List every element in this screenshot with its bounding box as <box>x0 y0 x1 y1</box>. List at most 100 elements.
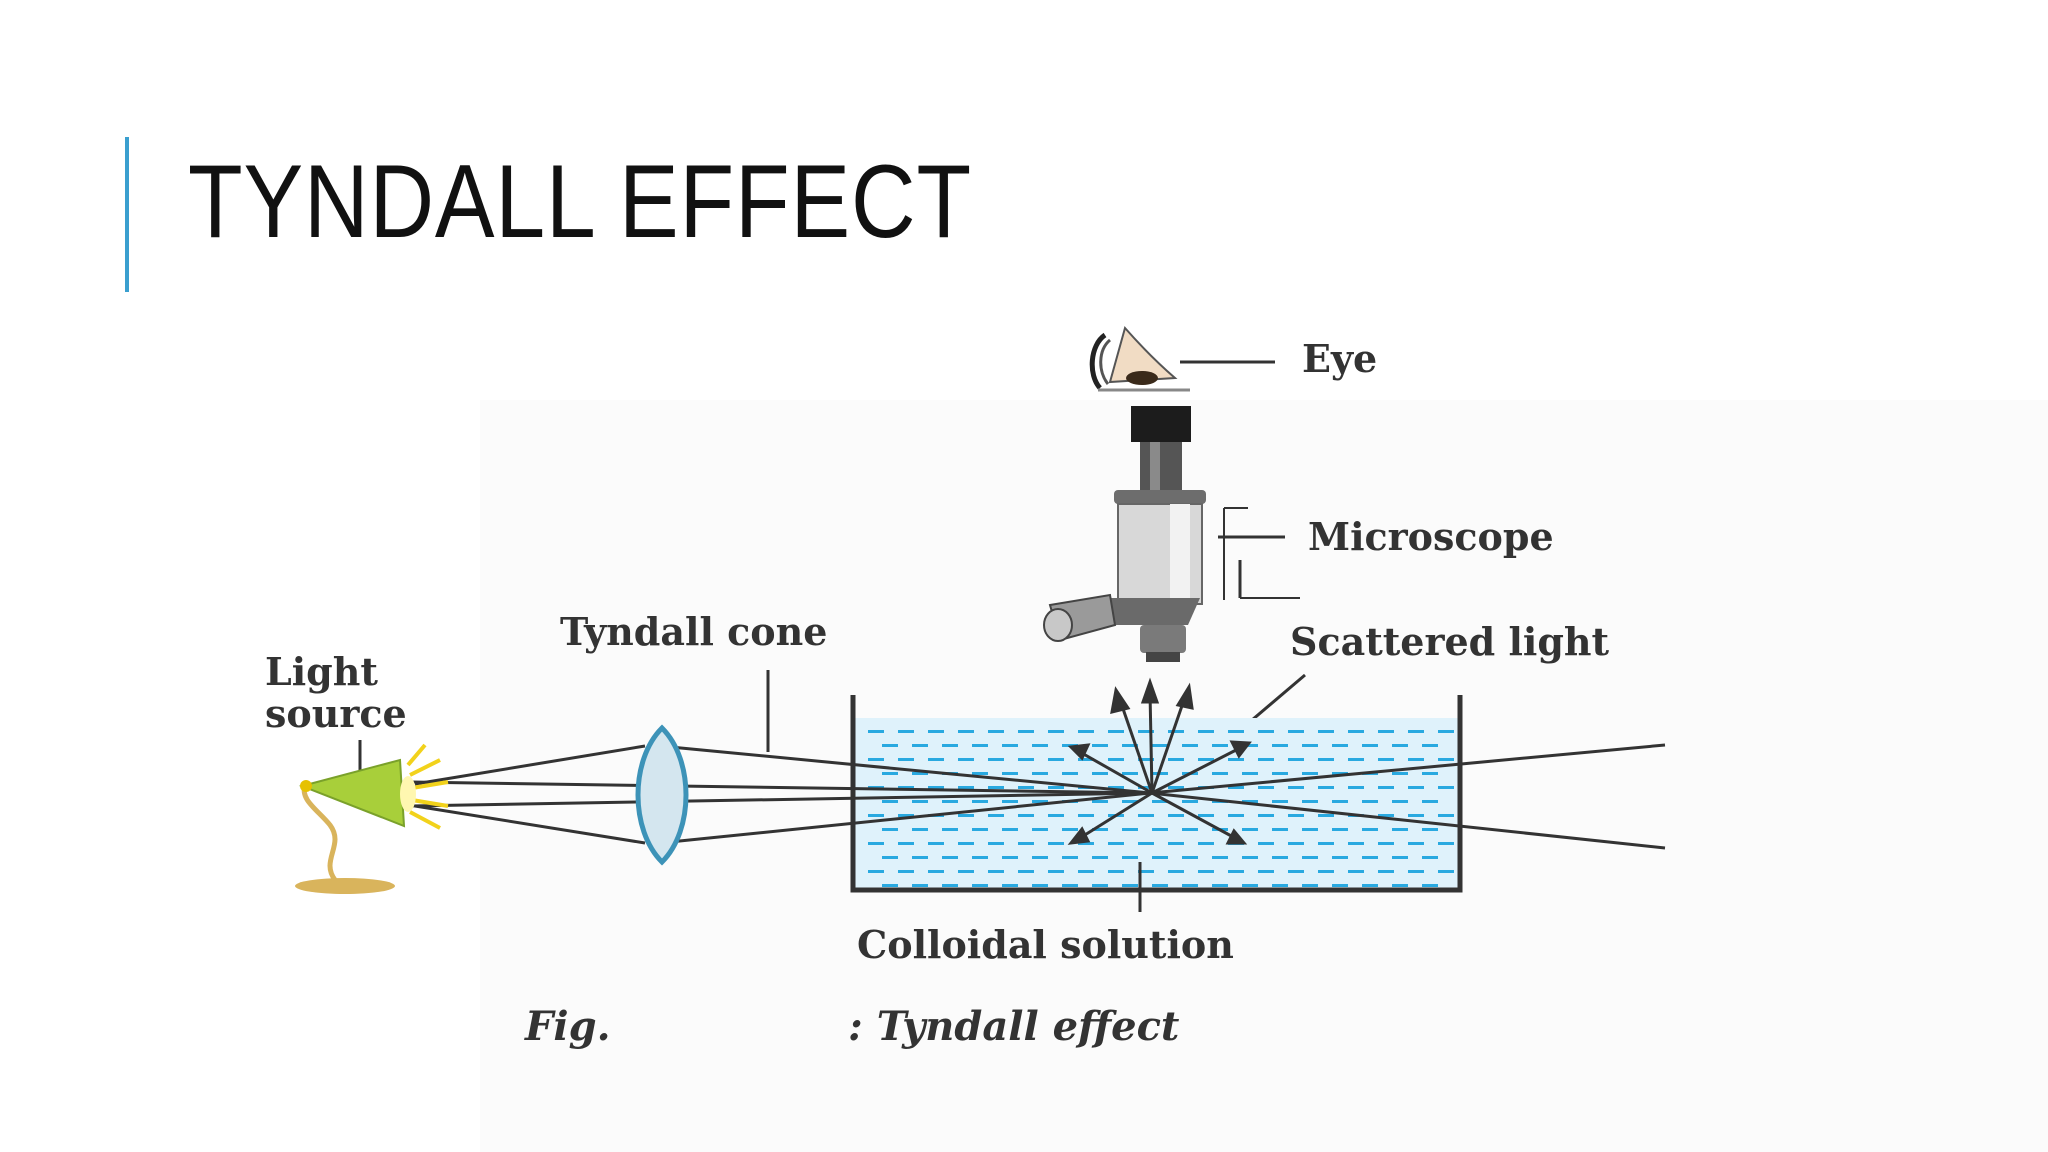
solution-particle <box>1242 828 1258 831</box>
solution-particle <box>882 800 898 803</box>
solution-particle <box>1378 870 1394 873</box>
figure-caption-prefix: Fig. <box>524 1003 611 1050</box>
solution-particle <box>1168 758 1184 761</box>
solution-particle <box>1408 814 1424 817</box>
solution-particle <box>1048 786 1064 789</box>
solution-particle <box>1438 814 1454 817</box>
solution-particle <box>1318 870 1334 873</box>
solution-particle <box>1048 842 1064 845</box>
scattered-light-label: Scattered light <box>1290 619 1610 664</box>
microscope-icon <box>1043 406 1248 662</box>
solution-particle <box>1138 814 1154 817</box>
scattered-light-arrows <box>1067 677 1252 845</box>
solution-particle <box>942 856 958 859</box>
solution-particle <box>1032 884 1048 887</box>
solution-particle <box>1062 772 1078 775</box>
solution-particle <box>1138 842 1154 845</box>
solution-particle <box>1002 828 1018 831</box>
solution-particle <box>868 758 884 761</box>
solution-particle <box>1332 856 1348 859</box>
solution-particle <box>928 758 944 761</box>
solution-particle <box>928 842 944 845</box>
solution-particle <box>1182 800 1198 803</box>
solution-particle <box>988 786 1004 789</box>
solution-particle <box>972 772 988 775</box>
solution-particle <box>958 870 974 873</box>
solution-particle <box>1002 800 1018 803</box>
microscope-label: Microscope <box>1308 514 1554 559</box>
solution-particle <box>1182 884 1198 887</box>
solution-particle <box>1422 772 1438 775</box>
solution-particle <box>1288 870 1304 873</box>
solution-particle <box>1378 730 1394 733</box>
solution-particle <box>1092 744 1108 747</box>
solution-particle <box>1392 884 1408 887</box>
solution-particle <box>1378 814 1394 817</box>
solution-particle <box>928 730 944 733</box>
solution-particle <box>868 814 884 817</box>
solution-particle <box>898 842 914 845</box>
solution-particle <box>1078 842 1094 845</box>
solution-particle <box>1438 870 1454 873</box>
solution-particle <box>912 772 928 775</box>
solution-particle <box>1438 786 1454 789</box>
solution-particle <box>1438 842 1454 845</box>
solution-particle <box>1258 786 1274 789</box>
solution-particle <box>1108 870 1124 873</box>
solution-particle <box>1048 758 1064 761</box>
solution-particle <box>1302 744 1318 747</box>
solution-particle <box>1408 870 1424 873</box>
solution-particle <box>1018 842 1034 845</box>
solution-particle <box>1422 800 1438 803</box>
eye-label: Eye <box>1302 336 1377 381</box>
solution-particle <box>1152 856 1168 859</box>
solution-particle <box>972 884 988 887</box>
solution-particle <box>928 786 944 789</box>
solution-particle <box>1018 758 1034 761</box>
solution-particle <box>1122 800 1138 803</box>
solution-particle <box>1018 870 1034 873</box>
tyndall-cone-label: Tyndall cone <box>560 609 827 654</box>
solution-particle <box>1228 870 1244 873</box>
solution-particle <box>1152 744 1168 747</box>
solution-particle <box>1272 856 1288 859</box>
solution-particle <box>1002 884 1018 887</box>
solution-particle <box>972 800 988 803</box>
solution-particle <box>1228 814 1244 817</box>
solution-particle <box>1198 842 1214 845</box>
solution-particle <box>1212 856 1228 859</box>
figure-caption-text: : Tyndall effect <box>848 1003 1180 1050</box>
solution-particle <box>1242 884 1258 887</box>
solution-particle <box>1332 744 1348 747</box>
solution-particle <box>1168 870 1184 873</box>
solution-particle <box>1198 814 1214 817</box>
solution-particle <box>1422 856 1438 859</box>
solution-particle <box>1122 744 1138 747</box>
solution-particle <box>1122 856 1138 859</box>
solution-particle <box>972 744 988 747</box>
solution-particle <box>1078 870 1094 873</box>
solution-particle <box>1092 884 1108 887</box>
solution-particle <box>1168 786 1184 789</box>
solution-particle <box>1032 856 1048 859</box>
solution-particle <box>1362 856 1378 859</box>
solution-particle <box>882 744 898 747</box>
solution-particle <box>868 842 884 845</box>
solution-particle <box>1288 786 1304 789</box>
title-accent-bar <box>125 137 129 292</box>
solution-particle <box>1348 870 1364 873</box>
solution-particle <box>1212 744 1228 747</box>
solution-particle <box>898 814 914 817</box>
solution-particle <box>1288 814 1304 817</box>
solution-particles <box>868 730 1454 887</box>
solution-particle <box>1392 800 1408 803</box>
solution-particle <box>1108 730 1124 733</box>
solution-particle <box>1032 800 1048 803</box>
solution-particle <box>882 772 898 775</box>
solution-particle <box>898 870 914 873</box>
solution-particle <box>958 758 974 761</box>
solution-particle <box>1122 828 1138 831</box>
solution-particle <box>1318 786 1334 789</box>
solution-particle <box>1242 772 1258 775</box>
